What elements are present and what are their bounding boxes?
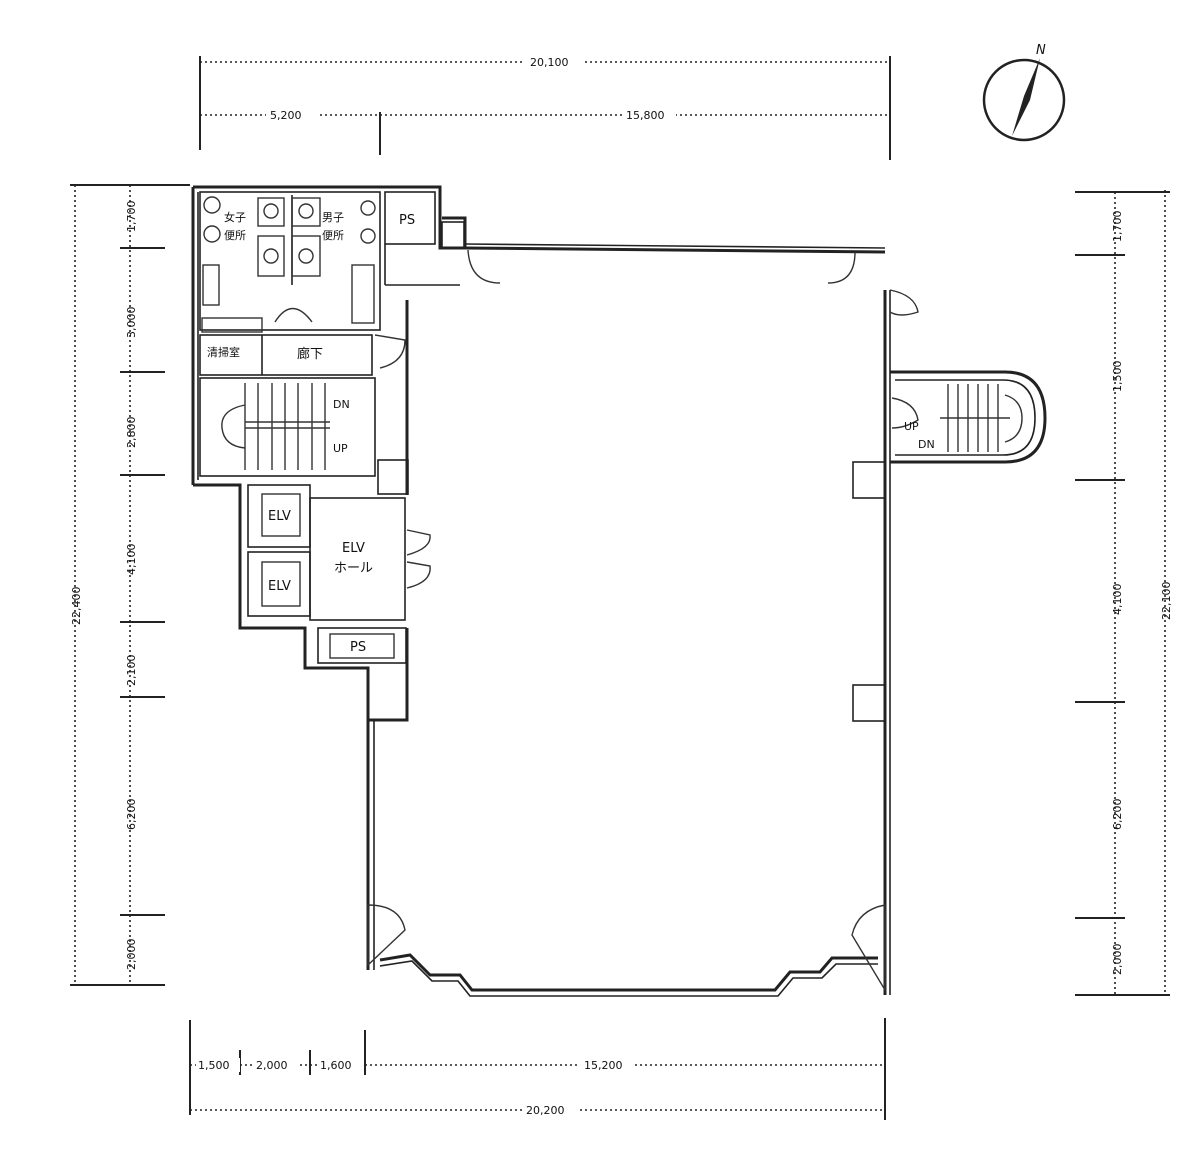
dim-bottom-total: 20,200 — [526, 1104, 565, 1117]
north-arrow: N — [982, 43, 1066, 142]
dim-left-6: 6,200 — [125, 799, 138, 831]
room-labels: 女子 便所 男子 便所 PS 清掃室 廊下 DN UP ELV ELV ELV … — [207, 210, 415, 655]
dim-left-1: 1,700 — [125, 201, 138, 233]
dim-left-5: 2,100 — [125, 655, 138, 687]
dim-bottom-b: 2,000 — [256, 1059, 288, 1072]
north-label: N — [1036, 43, 1046, 58]
dim-top-right: 15,800 — [626, 109, 665, 122]
dim-right-total: 22,100 — [1160, 582, 1173, 621]
stair-treads — [221, 383, 330, 470]
left-dimensions: 22,400 1,700 3,000 2,800 4,100 2,100 6,2… — [70, 184, 190, 986]
label-ext-stair-dn: DN — [918, 438, 935, 451]
dim-right-3: 4,100 — [1111, 584, 1124, 616]
office-floor — [366, 243, 919, 997]
label-elv-top: ELV — [268, 509, 291, 524]
right-dimensions: 22,100 1,700 1,500 4,100 6,200 2,000 — [1075, 190, 1173, 996]
dim-right-1: 1,700 — [1111, 211, 1124, 243]
external-stair: UP DN — [890, 370, 1047, 464]
label-women-wc-2: 便所 — [224, 229, 246, 242]
dim-left-total: 22,400 — [70, 587, 83, 626]
dim-right-4: 6,200 — [1111, 799, 1124, 831]
dim-right-5: 2,000 — [1111, 944, 1124, 976]
label-ext-stair-up: UP — [904, 420, 919, 433]
dim-left-4: 4,100 — [125, 544, 138, 576]
dim-bottom-d: 15,200 — [584, 1059, 623, 1072]
label-elv-hall-2: ホール — [334, 561, 373, 576]
dim-left-7: 2,000 — [125, 939, 138, 971]
dim-bottom-c: 1,600 — [320, 1059, 352, 1072]
dim-left-3: 2,800 — [125, 417, 138, 449]
label-stair-up: UP — [333, 442, 348, 455]
label-elv-bottom: ELV — [268, 579, 291, 594]
dim-right-2: 1,500 — [1111, 361, 1124, 393]
dim-top-total: 20,100 — [530, 56, 569, 69]
dim-left-2: 3,000 — [125, 307, 138, 339]
compass-circle — [982, 58, 1066, 142]
bottom-dimensions: 1,500 2,000 1,600 15,200 20,200 — [189, 1018, 886, 1120]
dim-top-left: 5,200 — [270, 109, 302, 122]
dim-bottom-a: 1,500 — [198, 1059, 230, 1072]
label-janitor: 清掃室 — [207, 345, 240, 359]
label-elv-hall-1: ELV — [342, 541, 365, 556]
label-ps-top: PS — [399, 213, 415, 228]
compass-needle — [1012, 58, 1040, 136]
label-stair-dn: DN — [333, 398, 350, 411]
top-dimensions: 20,100 5,200 15,800 — [199, 55, 891, 160]
label-men-wc-2: 便所 — [322, 229, 344, 242]
label-men-wc-1: 男子 — [322, 211, 344, 224]
service-core — [191, 185, 467, 722]
label-corridor: 廊下 — [297, 346, 323, 362]
label-ps-bottom: PS — [350, 640, 366, 655]
label-women-wc-1: 女子 — [224, 210, 246, 224]
